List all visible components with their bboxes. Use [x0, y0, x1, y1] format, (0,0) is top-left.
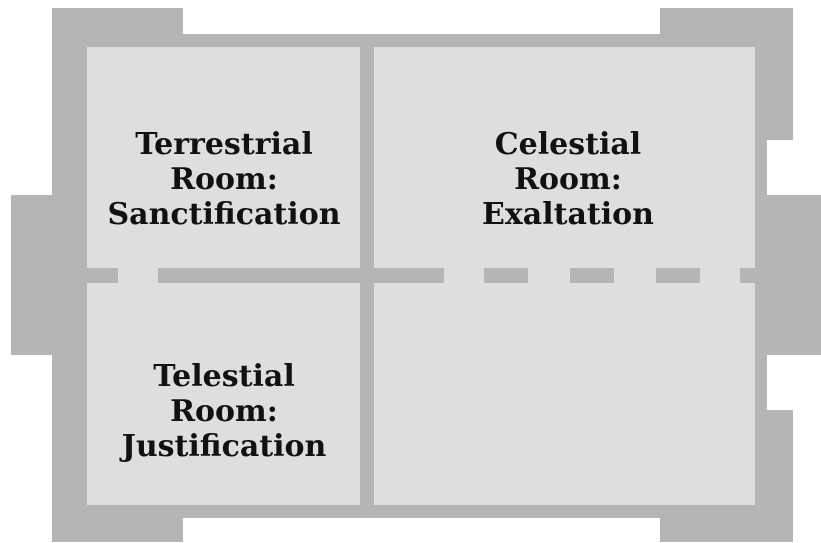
celestial-room-floor — [374, 47, 755, 268]
room-floors — [87, 47, 755, 505]
celestial-room-label: Celestial Room: Exaltation — [438, 127, 698, 232]
celestial-room-word: Room: — [514, 162, 622, 197]
terrestrial-room-name: Terrestrial — [135, 127, 313, 162]
terrestrial-room-subtitle: Sanctification — [107, 197, 341, 232]
telestial-room-word: Room: — [170, 394, 278, 429]
terrestrial-room-word: Room: — [170, 162, 278, 197]
side-bastion-left — [11, 195, 87, 355]
terrestrial-room-label: Terrestrial Room: Sanctification — [98, 127, 350, 232]
dashed-partition — [118, 268, 740, 283]
partition-gap — [444, 268, 484, 283]
celestial-room-subtitle: Exaltation — [482, 197, 654, 232]
lower-right-room-floor — [374, 283, 755, 505]
telestial-room-floor — [87, 283, 360, 505]
terrestrial-room-floor — [87, 47, 360, 268]
bottom-wall-strip — [52, 505, 793, 518]
telestial-room-label: Telestial Room: Justification — [98, 359, 350, 464]
partition-gap — [700, 268, 740, 283]
partition-gap — [614, 268, 656, 283]
telestial-room-name: Telestial — [153, 359, 295, 394]
partition-gap — [528, 268, 570, 283]
telestial-room-subtitle: Justification — [121, 429, 327, 464]
celestial-room-name: Celestial — [494, 127, 642, 162]
right-wall-strip — [755, 34, 767, 518]
partition-gap — [118, 268, 158, 283]
